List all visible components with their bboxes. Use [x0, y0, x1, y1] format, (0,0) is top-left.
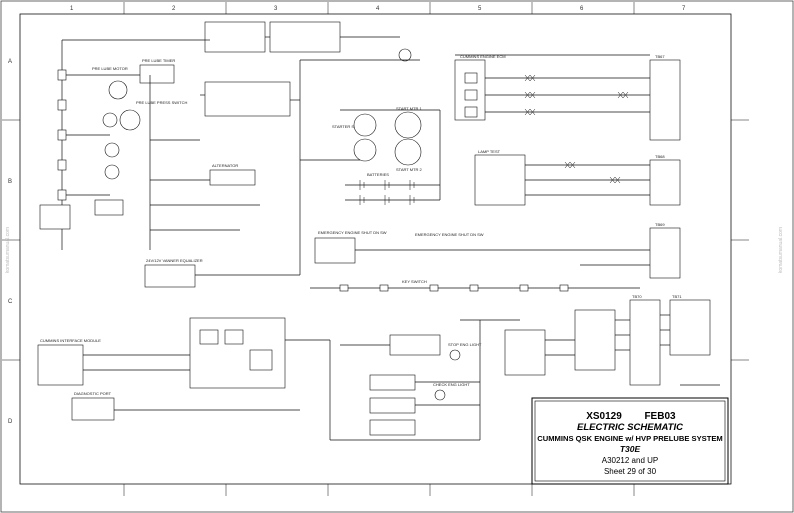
prelube-motor-symbol	[108, 80, 128, 100]
connector-tb68	[649, 159, 681, 206]
emergency-shutdown-label: EMERGENCY ENGINE SHUT DN SW	[415, 232, 484, 237]
check-eng-light-symbol	[434, 389, 446, 401]
zone-col-4: 4	[376, 6, 380, 12]
engine-ecm-box	[474, 154, 526, 206]
batteries-label: BATTERIES	[367, 172, 389, 177]
inner-border	[19, 13, 732, 485]
control-cab-circuit: CUMMINS ENGINE ECM TB67	[454, 54, 681, 141]
stop-eng-light-symbol	[449, 349, 461, 361]
prelube-starting-circuit: PRE LUBE MOTOR PRE LUBE TIMER PRE LUBE P…	[39, 21, 420, 288]
zone-row-b: B	[8, 179, 12, 185]
ecm-interface-circuit: LAMP TEST TB68 TB69 KEY SWITCH	[310, 149, 681, 292]
column-zone-markers: 1 2 3 4 5 6 7	[70, 2, 686, 496]
zone-col-1: 1	[70, 6, 74, 12]
doc-number: XS0129	[586, 411, 622, 422]
check-eng-light-label: CHECK ENG LIGHT	[433, 382, 470, 387]
engine-ecm-label: LAMP TEST	[478, 149, 501, 154]
connector-tb71	[669, 299, 711, 356]
alternator-label: ALTERNATOR	[212, 163, 238, 168]
prelube-press-switch-symbol	[119, 109, 141, 131]
row-zone-markers: A B C D	[2, 59, 749, 425]
connector-tb67	[649, 59, 681, 141]
connector-tb70	[629, 299, 661, 386]
svg-text:TB71: TB71	[672, 294, 682, 299]
svg-text:TB69: TB69	[655, 222, 665, 227]
start-motor-1-label: START MTR 1	[396, 106, 423, 111]
connector-tb69	[649, 227, 681, 279]
prelube-timer-box	[139, 64, 175, 84]
sheet-number: Sheet 29 of 30	[604, 467, 657, 476]
prelube-motor-label: PRE LUBE MOTOR	[92, 66, 128, 71]
lamp-test-label: KEY SWITCH	[402, 279, 427, 284]
interface-module-box	[37, 344, 84, 386]
zone-row-a: A	[8, 59, 12, 65]
diagnostic-port-label: DIAGNOSTIC PORT	[74, 391, 112, 396]
starter-solenoid-1	[353, 113, 377, 137]
lower-right-connectors: TB70 TB71	[504, 294, 720, 386]
zone-col-2: 2	[172, 6, 176, 12]
lights-circuit: STOP ENG LIGHT CHECK ENG LIGHT	[340, 319, 520, 440]
prelube-timer-label: PRE LUBE TIMER	[142, 58, 175, 63]
starter-solenoid-label: STARTER SOLENOIDS	[332, 124, 375, 129]
batteries-symbol	[345, 180, 440, 205]
title-block: XS0129 FEB03 ELECTRIC SCHEMATIC CUMMINS …	[531, 397, 729, 485]
control-cab-label: CUMMINS ENGINE ECM	[460, 54, 506, 59]
starter-solenoid-2	[353, 138, 377, 162]
svg-text:TB67: TB67	[655, 54, 665, 59]
zone-col-5: 5	[478, 6, 482, 12]
zone-row-c: C	[8, 299, 13, 305]
zone-row-d: D	[8, 419, 13, 425]
interface-module-circuit: CUMMINS INTERFACE MODULE DIAGNOSTIC PORT	[37, 317, 480, 441]
schematic-title: ELECTRIC SCHEMATIC	[577, 422, 683, 433]
watermark-left: komatsumanual.com	[5, 227, 11, 273]
zone-col-7: 7	[682, 6, 686, 12]
zone-col-6: 6	[580, 6, 584, 12]
model-number: T30E	[620, 444, 641, 454]
start-motor-2-label: START MTR 2	[396, 167, 423, 172]
prelube-press-switch-label: PRE LUBE PRESS SWITCH	[136, 100, 187, 105]
key-switch-label: EMERGENCY ENGINE SHUT DN SW	[318, 230, 387, 235]
zone-col-3: 3	[274, 6, 278, 12]
svg-text:TB70: TB70	[632, 294, 642, 299]
interface-module-label: CUMMINS INTERFACE MODULE	[40, 338, 101, 343]
starter-battery-circuit: STARTER SOLENOIDS START MTR 1 START MTR …	[300, 106, 490, 264]
stop-eng-light-label: STOP ENG LIGHT	[448, 342, 482, 347]
battery-equalizer-label: 24V/12V VANNER EQUALIZER	[146, 258, 203, 263]
svg-text:TB68: TB68	[655, 154, 665, 159]
diagnostic-port-box	[71, 397, 115, 421]
battery-equalizer-box	[144, 264, 196, 288]
serial-range: A30212 and UP	[602, 456, 659, 465]
start-motor-2-symbol	[394, 138, 422, 166]
doc-date: FEB03	[644, 411, 676, 422]
schematic-subtitle: CUMMINS QSK ENGINE w/ HVP PRELUBE SYSTEM	[537, 434, 723, 443]
watermark-right: komatsumanual.com	[778, 227, 784, 273]
start-motor-1-symbol	[394, 111, 422, 139]
alternator-box	[209, 169, 256, 186]
